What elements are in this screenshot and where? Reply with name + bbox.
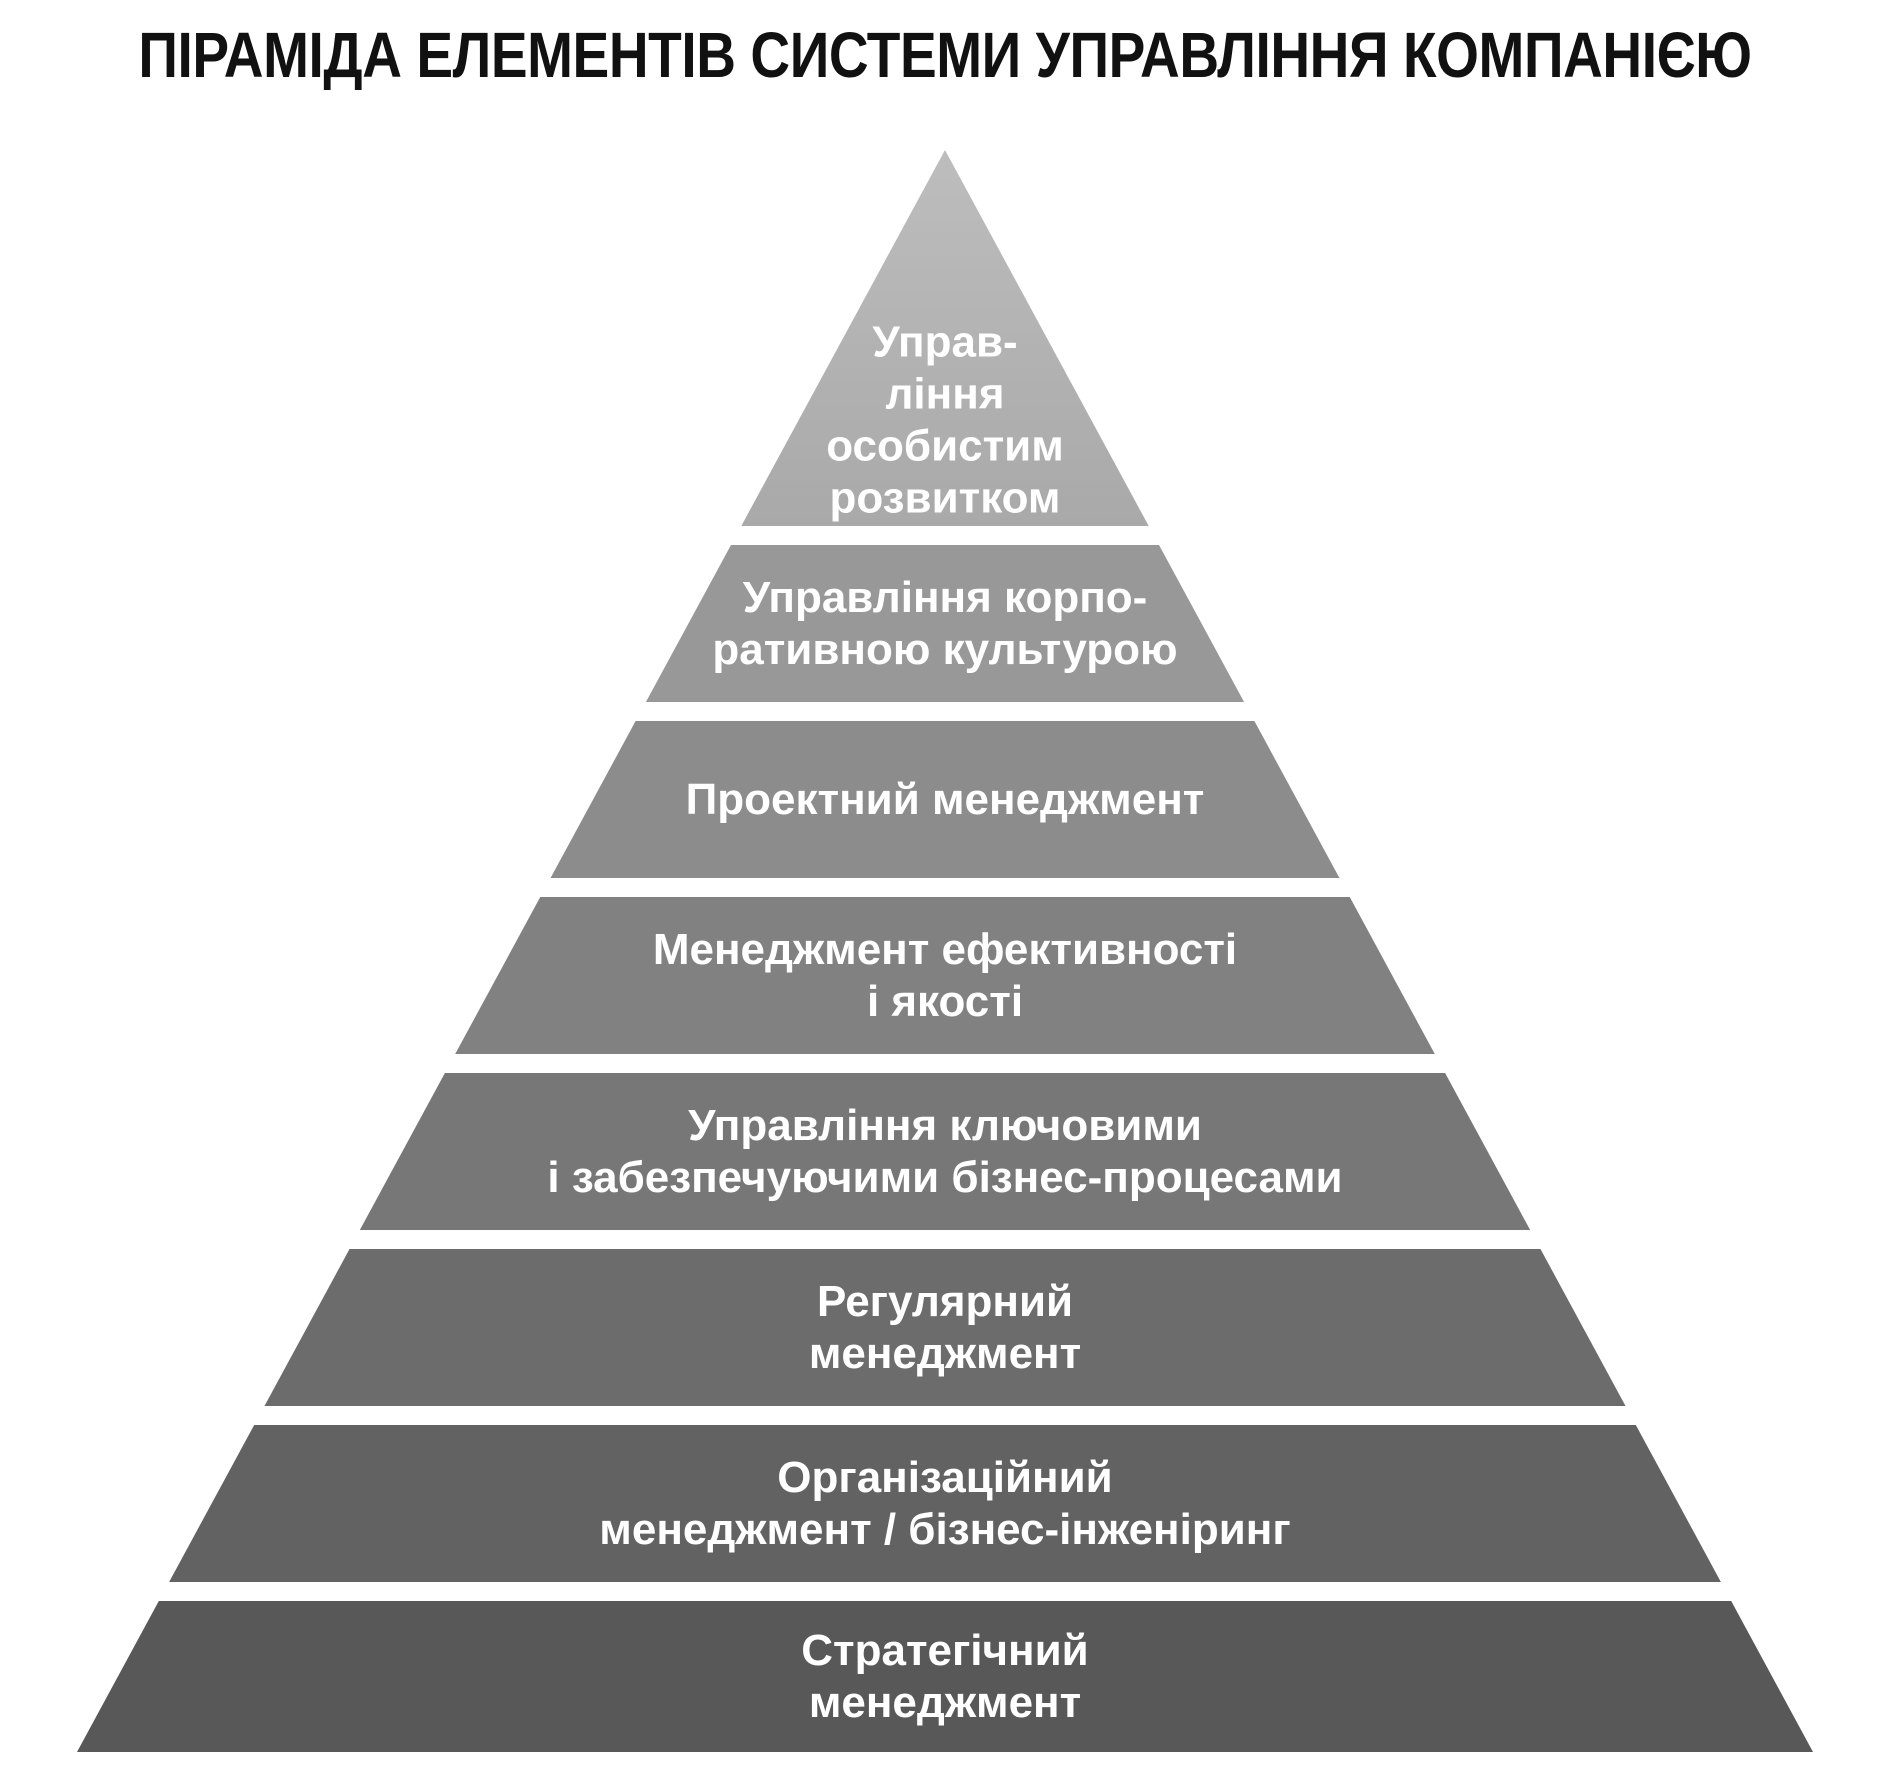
pyramid-tier-shape bbox=[169, 1425, 1721, 1582]
pyramid-tier-shape bbox=[741, 150, 1149, 526]
pyramid-tier-shape bbox=[550, 721, 1340, 878]
pyramid-tier-label: Управління корпо- bbox=[743, 573, 1148, 622]
pyramid-tier-label: ративною культурою bbox=[712, 625, 1177, 674]
pyramid-tier-label: Регулярний bbox=[817, 1277, 1073, 1326]
pyramid-tier-label: менеджмент bbox=[809, 1329, 1081, 1378]
pyramid-tier-label: Управ- bbox=[872, 318, 1017, 367]
pyramid-tier-label: розвитком bbox=[830, 474, 1061, 523]
pyramid-tier-2: Управління корпо-ративною культурою bbox=[645, 545, 1245, 702]
pyramid-tier-shape bbox=[455, 897, 1435, 1054]
pyramid-tier-label: менеджмент / бізнес-інженіринг bbox=[599, 1505, 1290, 1554]
pyramid-tier-label: і якості bbox=[867, 977, 1023, 1026]
pyramid-tier-shape bbox=[264, 1249, 1626, 1406]
pyramid-tier-label: і забезпечуючими бізнес-процесами bbox=[547, 1153, 1342, 1202]
pyramid-tier-label: Стратегічний bbox=[801, 1626, 1088, 1675]
pyramid-tier-3: Проектний менеджмент bbox=[550, 721, 1340, 878]
pyramid-tier-label: Менеджмент ефективності bbox=[653, 925, 1237, 974]
pyramid-tier-label: ління bbox=[885, 370, 1004, 419]
pyramid-tier-label: Проектний менеджмент bbox=[686, 775, 1205, 824]
pyramid-tier-shape bbox=[77, 1601, 1813, 1752]
pyramid-tier-label: Організаційний bbox=[777, 1453, 1112, 1502]
pyramid-tier-shape bbox=[645, 545, 1245, 702]
pyramid-tier-shape bbox=[359, 1073, 1531, 1230]
pyramid-tier-label: особистим bbox=[826, 422, 1064, 471]
pyramid-tier-label: Управління ключовими bbox=[688, 1101, 1202, 1150]
pyramid-tier-label: менеджмент bbox=[809, 1678, 1081, 1727]
page-title: ПІРАМІДА ЕЛЕМЕНТІВ СИСТЕМИ УПРАВЛІННЯ КО… bbox=[138, 19, 1752, 91]
